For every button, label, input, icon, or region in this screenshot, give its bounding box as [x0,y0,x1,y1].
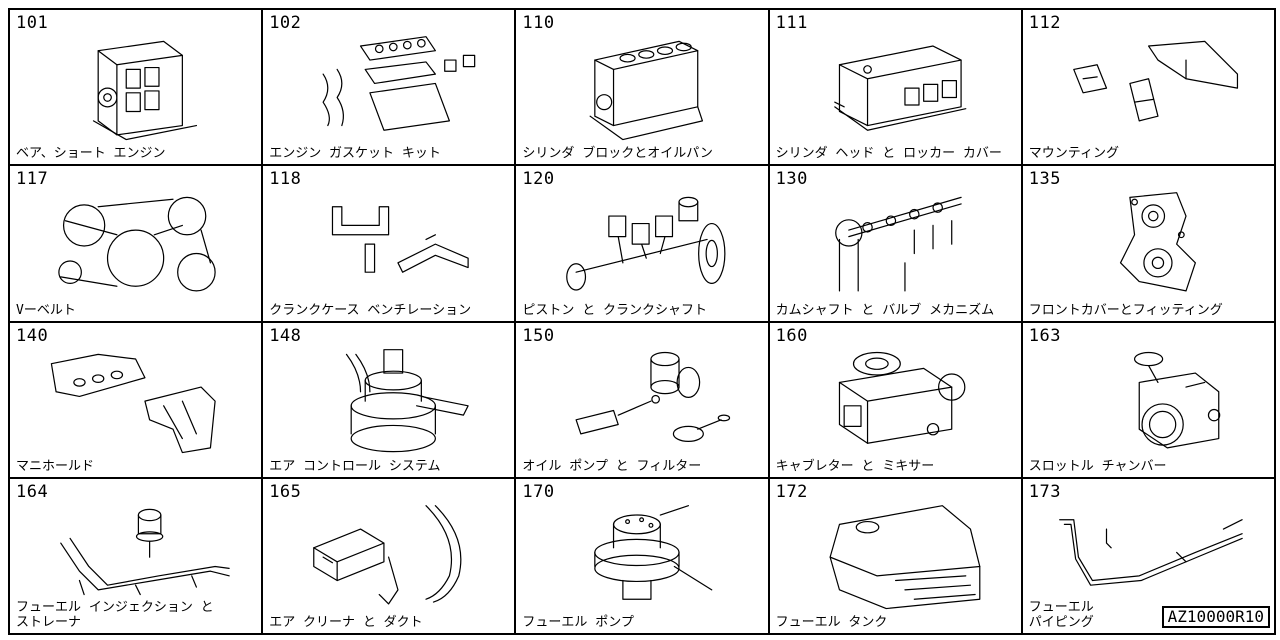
part-number: 148 [269,325,302,346]
part-cell-120[interactable]: 120 ピストン と クランクシャフト [516,166,770,323]
part-label: エア コントロール システム [269,458,441,474]
part-number: 164 [16,481,49,502]
fuel-piping-icon [1043,501,1254,613]
part-number: 110 [522,13,555,33]
part-cell-101[interactable]: 101 ベア、ショート エンジン [10,10,264,167]
part-label: カムシャフト と バルブ メカニズム [775,302,995,318]
gasket-kit-icon [283,32,494,144]
part-number: 111 [775,13,808,33]
fuel-injection-icon [30,501,241,613]
part-cell-135[interactable]: 135 フロントカバーとフィッティング [1022,166,1276,323]
part-label: クランクケース ベンチレーション [269,302,472,318]
part-cell-118[interactable]: 118 クランクケース ベンチレーション [263,166,517,323]
part-cell-112[interactable]: 112 マウンティング [1022,10,1276,167]
part-cell-102[interactable]: 102 エンジン ガスケット キット [263,10,517,167]
part-label: オイル ポンプ と フィルター [522,458,702,474]
fuel-tank-icon [790,501,1001,613]
part-label: フューエル パイピング [1028,600,1094,630]
part-number: 135 [1028,169,1062,190]
air-cleaner-icon [283,501,494,613]
part-cell-117[interactable]: 117 Vーベルト [10,166,264,323]
parts-catalog-grid: 101 ベア、ショート エンジン 102 エンジン ガスケット キット 110 … [8,8,1276,635]
manifold-icon [30,345,241,457]
part-cell-110[interactable]: 110 シリンダ ブロックとオイルパン [516,10,770,167]
part-label: スロットル チャンバー [1028,458,1167,474]
part-number: 117 [16,169,49,190]
air-control-icon [283,345,494,457]
part-number: 130 [775,169,808,190]
crankcase-ventilation-icon [283,188,494,300]
part-label: ベア、ショート エンジン [16,146,166,162]
throttle-chamber-icon [1043,345,1254,457]
mounting-icon [1043,32,1254,144]
part-label: シリンダ ヘッド と ロッカー カバー [775,146,1002,162]
camshaft-valve-icon [790,188,1001,300]
part-cell-160[interactable]: 160 キャブレター と ミキサー [769,322,1023,479]
part-cell-172[interactable]: 172 フューエル タンク [769,478,1023,635]
part-number: 140 [16,325,49,346]
cylinder-block-icon [536,32,747,144]
part-number: 163 [1028,325,1062,346]
part-cell-130[interactable]: 130 カムシャフト と バルブ メカニズム [769,166,1023,323]
v-belt-icon [30,188,241,300]
part-label: シリンダ ブロックとオイルパン [522,146,713,162]
part-label: マウンティング [1028,146,1120,162]
part-label: マニホールド [16,458,95,474]
part-cell-164[interactable]: 164 フューエル インジェクション と ストレーナ [10,478,264,635]
part-cell-170[interactable]: 170 フューエル ポンプ [516,478,770,635]
part-label: フューエル タンク [775,615,888,630]
part-cell-163[interactable]: 163 スロットル チャンバー [1022,322,1276,479]
part-label: Vーベルト [16,302,76,318]
carburetor-icon [790,345,1001,457]
fuel-pump-icon [536,501,747,613]
cylinder-head-icon [790,32,1001,144]
part-label: フロントカバーとフィッティング [1028,302,1223,318]
oil-pump-filter-icon [536,345,747,457]
part-number: 120 [522,169,555,190]
part-number: 165 [269,481,302,502]
part-label: フューエル ポンプ [522,615,634,630]
part-cell-165[interactable]: 165 エア クリーナ と ダクト [263,478,517,635]
figure-code: AZ10000R10 [1161,606,1270,628]
part-cell-111[interactable]: 111 シリンダ ヘッド と ロッカー カバー [769,10,1023,167]
part-label: ピストン と クランクシャフト [522,302,708,318]
front-cover-icon [1043,188,1254,300]
part-number: 112 [1028,13,1062,33]
part-number: 170 [522,481,555,502]
short-engine-icon [30,32,241,144]
part-number: 101 [16,13,49,33]
part-cell-140[interactable]: 140 マニホールド [10,322,264,479]
part-cell-150[interactable]: 150 オイル ポンプ と フィルター [516,322,770,479]
part-cell-173[interactable]: 173 フューエル パイピング AZ10000R10 [1022,478,1276,635]
part-number: 118 [269,169,302,190]
piston-crankshaft-icon [536,188,747,300]
part-cell-148[interactable]: 148 エア コントロール システム [263,322,517,479]
part-label: エンジン ガスケット キット [269,146,441,162]
part-number: 173 [1028,481,1062,502]
part-number: 150 [522,325,555,346]
part-label: エア クリーナ と ダクト [269,615,423,630]
part-number: 102 [269,13,302,33]
part-label: キャブレター と ミキサー [775,458,935,474]
part-number: 172 [775,481,808,502]
part-number: 160 [775,325,808,346]
part-label: フューエル インジェクション と ストレーナ [16,600,214,630]
